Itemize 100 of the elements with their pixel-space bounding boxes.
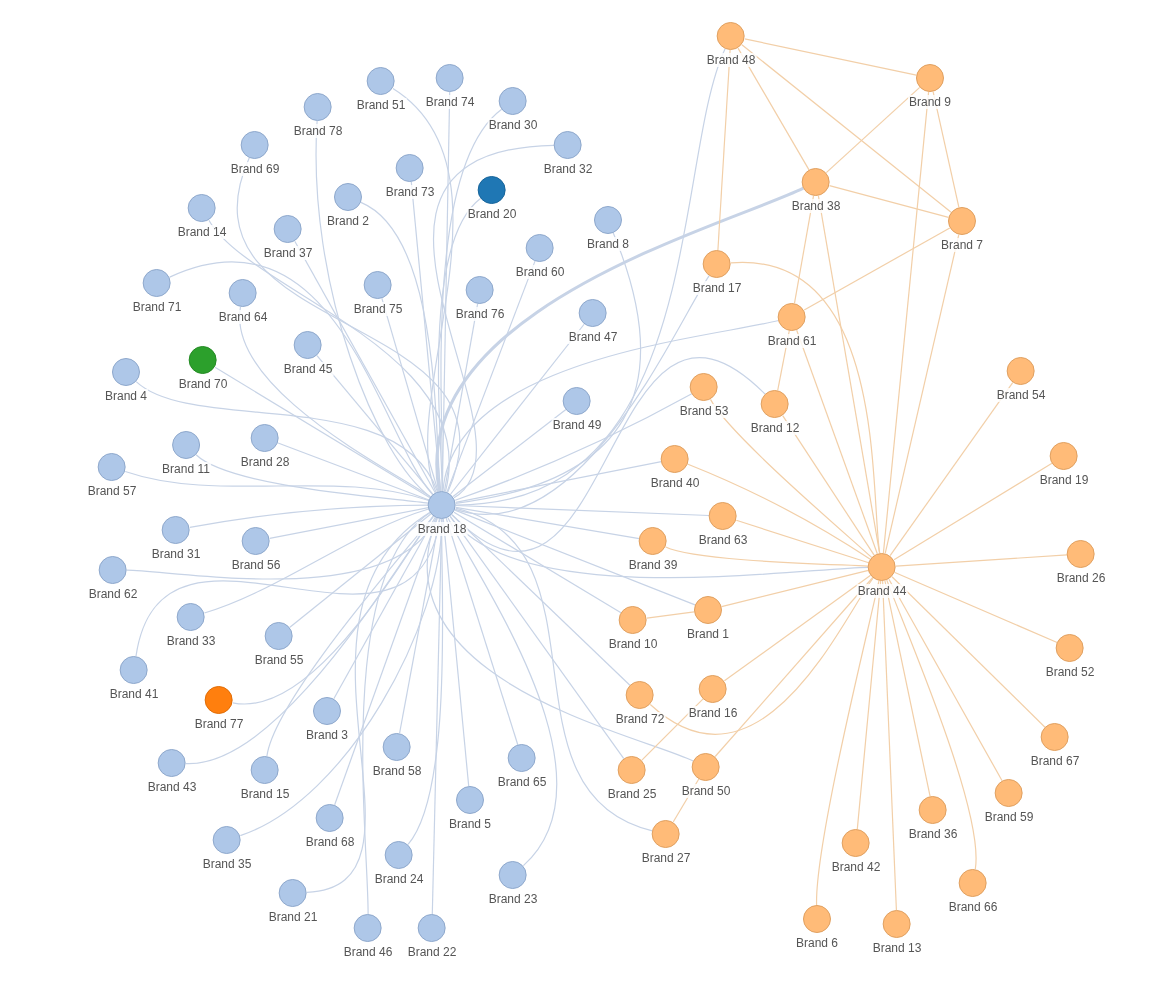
connector-line [721, 569, 869, 608]
node-label: Brand 62 [87, 587, 139, 601]
connector-line [266, 515, 434, 757]
connector-line [891, 576, 1046, 728]
connector-line [888, 578, 1003, 782]
connector-line [453, 511, 622, 614]
connector-line [306, 511, 431, 893]
connector-line [294, 240, 436, 494]
connector-line [735, 519, 870, 564]
node-label: Brand 37 [262, 246, 314, 260]
node-label: Brand 22 [406, 945, 458, 959]
node-label: Brand 55 [253, 653, 305, 667]
node-label: Brand 31 [150, 547, 202, 561]
connector-line [886, 579, 977, 870]
connector-line [723, 574, 872, 682]
connector-line [126, 517, 437, 580]
connector-line [454, 275, 710, 516]
connector-line [894, 571, 1058, 644]
node-label: Brand 57 [86, 484, 138, 498]
connector-line [239, 306, 432, 498]
node-label: Brand 4 [104, 389, 148, 403]
connector-line [454, 509, 696, 606]
node-label: Brand 6 [795, 936, 839, 950]
connector-line [277, 442, 430, 501]
connector-line [436, 186, 804, 492]
node-label: Brand 76 [454, 307, 506, 321]
node-label: Brand 48 [705, 53, 757, 67]
node-label: Brand 60 [514, 265, 566, 279]
connector-line [455, 461, 662, 503]
node-label: Brand 13 [871, 941, 923, 955]
node-label: Brand 16 [687, 706, 739, 720]
connector-line [362, 511, 431, 915]
node-label: Brand 33 [165, 634, 217, 648]
node-label: Brand 67 [1029, 754, 1081, 768]
connector-line [449, 515, 869, 579]
node-label: Brand 53 [678, 404, 730, 418]
connector-line [446, 260, 536, 493]
node-label: Brand 5 [448, 817, 492, 831]
node-label: Brand 19 [1038, 473, 1090, 487]
node-label: Brand 68 [304, 835, 356, 849]
connector-line [782, 415, 875, 556]
connector-line [737, 47, 810, 171]
connector-line [884, 234, 960, 554]
connector-line [334, 517, 438, 806]
connector-line [816, 580, 880, 906]
node-label: Brand 39 [627, 558, 679, 572]
connector-line [730, 262, 881, 554]
node-label: Brand 69 [229, 162, 281, 176]
node-label: Brand 77 [193, 717, 245, 731]
connector-line [641, 698, 704, 761]
node-label: Brand 30 [487, 118, 539, 132]
connector-line [442, 518, 470, 787]
node-label: Brand 32 [542, 162, 594, 176]
node-label: Brand 40 [649, 476, 701, 490]
node-label: Brand 61 [766, 334, 818, 348]
connector-line [884, 580, 931, 797]
connector-line [796, 329, 878, 555]
connector-line [449, 515, 625, 760]
connector-line [237, 157, 460, 493]
node-label: Brand 10 [607, 637, 659, 651]
connector-line [741, 44, 952, 213]
connector-line [399, 518, 440, 734]
connector-line [433, 144, 555, 499]
connector-line [195, 454, 429, 504]
connector-line [392, 87, 454, 493]
connector-line [825, 86, 921, 174]
connector-line [744, 38, 917, 76]
node-label: Brand 65 [496, 775, 548, 789]
node-label: Brand 23 [487, 892, 539, 906]
node-label: Brand 71 [131, 300, 183, 314]
node-label: Brand 59 [983, 810, 1035, 824]
node-label: Brand 11 [161, 462, 211, 476]
connector-line [455, 504, 710, 517]
connector-line [450, 323, 585, 495]
node-label: Brand 58 [371, 764, 423, 778]
node-label: Brand 26 [1055, 571, 1107, 585]
node-label: Brand 75 [352, 302, 404, 316]
connector-line [714, 576, 874, 758]
node-label: Brand 50 [680, 784, 732, 798]
connector-line [709, 398, 873, 559]
node-label: Brand 74 [424, 95, 476, 109]
connector-line [203, 508, 430, 614]
connector-line [269, 507, 429, 539]
connector-line [315, 120, 432, 498]
connector-line [214, 366, 431, 499]
connector-line [882, 580, 897, 911]
node-label: Brand 1 [686, 627, 730, 641]
node-label: Brand 3 [305, 728, 349, 742]
connector-line [889, 381, 1014, 557]
connector-line [445, 517, 519, 746]
connector-line [442, 319, 780, 492]
node-label: Brand 46 [342, 945, 394, 959]
node-label: Brand 66 [947, 900, 999, 914]
node-label: Brand 38 [790, 199, 842, 213]
node-label: Brand 9 [908, 95, 952, 109]
node-label: Brand 43 [146, 780, 198, 794]
node-label: Brand 45 [282, 362, 334, 376]
connector-line [882, 91, 930, 554]
node-label: Brand 17 [691, 281, 743, 295]
connector-line [828, 185, 950, 218]
